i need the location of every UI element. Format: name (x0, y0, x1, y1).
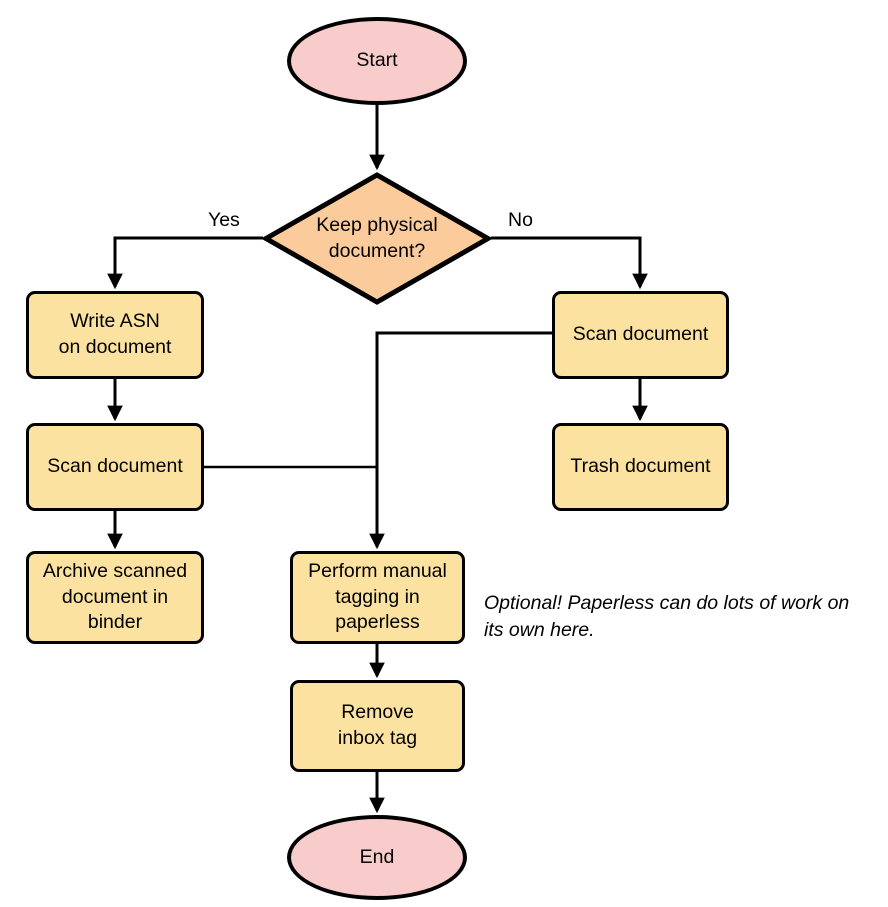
node-scan-document-left[interactable]: Scan document (26, 423, 204, 511)
node-tagging-label-line2: tagging in (335, 585, 420, 608)
note-optional-paperless: Optional! Paperless can do lots of work … (484, 590, 884, 644)
node-remove-inbox-tag[interactable]: Remove inbox tag (290, 680, 465, 772)
node-tagging-label: Perform manual tagging in paperless (308, 559, 447, 636)
edge-scan-right-to-tagging (369, 331, 552, 550)
node-decision-label-line2: document? (328, 239, 426, 262)
note-optional-line1: Optional! Paperless can do lots of work … (484, 592, 850, 614)
node-decision-keep-physical-document[interactable]: Keep physical document? (263, 172, 491, 305)
node-scan-document-right-label: Scan document (572, 323, 709, 346)
edge-label-yes: Yes (208, 209, 240, 231)
node-write-asn-label: Write ASN on document (59, 309, 172, 360)
edge-decision-no-to-scan-right (491, 236, 648, 290)
node-end[interactable]: End (287, 815, 467, 900)
node-archive-scanned-document[interactable]: Archive scanned document in binder (26, 551, 204, 644)
node-archive-label-line1: Archive scanned (42, 559, 188, 582)
node-tagging-label-line1: Perform manual (308, 559, 447, 582)
note-optional-line2: its own here. (484, 618, 595, 641)
node-scan-document-right[interactable]: Scan document (552, 291, 729, 379)
node-tagging-label-line3: paperless (335, 611, 420, 634)
node-start-label: Start (356, 49, 398, 72)
node-remove-inbox-label: Remove inbox tag (338, 700, 417, 751)
node-archive-label: Archive scanned document in binder (43, 559, 187, 636)
node-decision-label-line1: Keep physical (316, 213, 438, 236)
edge-decision-yes-to-write-asn (107, 236, 263, 290)
node-write-asn-label-line1: Write ASN (70, 310, 160, 333)
node-end-label: End (359, 845, 395, 868)
node-archive-label-line3: binder (87, 611, 143, 634)
node-start[interactable]: Start (287, 17, 467, 105)
node-trash-document[interactable]: Trash document (552, 423, 729, 511)
node-remove-inbox-label-line2: inbox tag (337, 727, 418, 749)
node-write-asn-on-document[interactable]: Write ASN on document (26, 291, 204, 379)
node-write-asn-label-line2: on document (58, 336, 172, 358)
node-perform-manual-tagging[interactable]: Perform manual tagging in paperless (290, 551, 465, 644)
node-archive-label-line2: document in (61, 585, 169, 608)
node-trash-document-label: Trash document (570, 455, 711, 478)
node-remove-inbox-label-line1: Remove (341, 701, 414, 724)
node-decision-label: Keep physical document? (293, 213, 462, 264)
diamond-shape (263, 172, 491, 305)
node-scan-document-left-label: Scan document (47, 455, 183, 478)
edge-label-no: No (508, 209, 533, 231)
